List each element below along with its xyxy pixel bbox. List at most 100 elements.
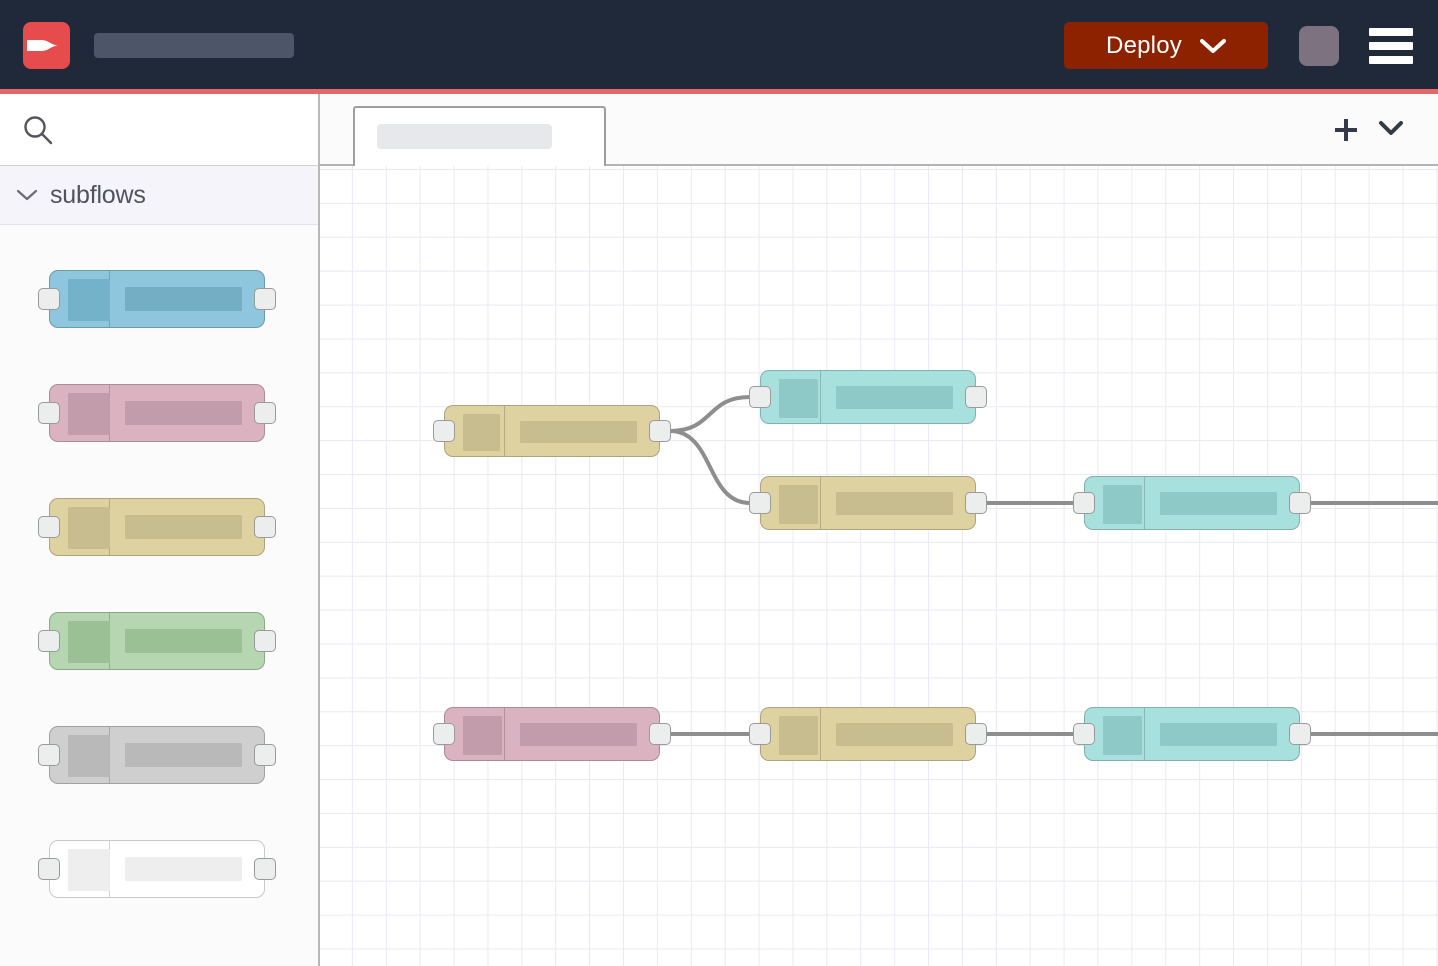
node-input-port[interactable]: [749, 386, 771, 408]
flow-node-cyan-1[interactable]: [760, 370, 976, 424]
node-icon-placeholder: [68, 621, 110, 663]
node-label-placeholder: [836, 386, 953, 409]
node-divider: [820, 477, 821, 529]
palette-node-4[interactable]: [49, 612, 265, 670]
node-input-port[interactable]: [38, 858, 60, 880]
node-label-placeholder: [1160, 492, 1277, 515]
node-output-port[interactable]: [254, 402, 276, 424]
node-output-port[interactable]: [1289, 492, 1311, 514]
palette-list-item[interactable]: [0, 589, 318, 703]
workspace: [320, 94, 1438, 966]
app-header: Deploy: [0, 0, 1438, 89]
node-input-port[interactable]: [1073, 723, 1095, 745]
node-output-port[interactable]: [254, 288, 276, 310]
node-icon-placeholder: [1103, 716, 1142, 755]
flow-tab-active[interactable]: [353, 106, 606, 166]
chevron-down-icon: [1199, 38, 1226, 53]
header-accent-bar: [0, 89, 1438, 94]
flow-canvas[interactable]: [320, 166, 1438, 966]
node-output-port[interactable]: [649, 420, 671, 442]
node-input-port[interactable]: [749, 723, 771, 745]
node-input-port[interactable]: [38, 630, 60, 652]
hamburger-menu-icon[interactable]: [1369, 28, 1413, 64]
node-input-port[interactable]: [749, 492, 771, 514]
node-divider: [1144, 477, 1145, 529]
node-icon-placeholder: [68, 735, 110, 777]
deploy-button-label: Deploy: [1106, 31, 1182, 59]
node-label-placeholder: [125, 743, 242, 767]
node-label-placeholder: [520, 723, 637, 746]
flow-tab-name-placeholder: [377, 124, 552, 149]
node-input-port[interactable]: [38, 402, 60, 424]
node-input-port[interactable]: [433, 723, 455, 745]
node-output-port[interactable]: [254, 858, 276, 880]
node-output-port[interactable]: [649, 723, 671, 745]
flow-node-yellow-1[interactable]: [444, 405, 660, 457]
node-output-port[interactable]: [254, 516, 276, 538]
palette-node-2[interactable]: [49, 384, 265, 442]
palette-section-subflows[interactable]: subflows: [0, 166, 318, 225]
deploy-button[interactable]: Deploy: [1064, 22, 1268, 69]
node-output-port[interactable]: [254, 744, 276, 766]
palette-node-list: [0, 225, 318, 931]
palette-list-item[interactable]: [0, 475, 318, 589]
palette-node-5[interactable]: [49, 726, 265, 784]
palette-list-item[interactable]: [0, 361, 318, 475]
node-divider: [504, 406, 505, 456]
node-icon-placeholder: [463, 414, 500, 451]
palette-node-6[interactable]: [49, 840, 265, 898]
flow-node-cyan-2[interactable]: [1084, 476, 1300, 530]
node-output-port[interactable]: [965, 386, 987, 408]
flow-node-yellow-3[interactable]: [760, 707, 976, 761]
node-icon-placeholder: [779, 716, 818, 755]
node-divider: [504, 708, 505, 760]
node-divider: [820, 708, 821, 760]
flow-node-yellow-2[interactable]: [760, 476, 976, 530]
node-divider: [1144, 708, 1145, 760]
search-icon[interactable]: [22, 114, 54, 146]
palette-sidebar: subflows: [0, 94, 320, 966]
node-input-port[interactable]: [38, 744, 60, 766]
node-icon-placeholder: [68, 279, 110, 321]
node-label-placeholder: [520, 421, 637, 443]
palette-node-3[interactable]: [49, 498, 265, 556]
node-icon-placeholder: [1103, 485, 1142, 524]
palette-list-item[interactable]: [0, 703, 318, 817]
flow-node-pink-1[interactable]: [444, 707, 660, 761]
node-icon-placeholder: [68, 507, 110, 549]
chevron-down-icon[interactable]: [1377, 118, 1405, 138]
node-label-placeholder: [836, 723, 953, 746]
plus-icon[interactable]: [1332, 116, 1360, 144]
node-label-placeholder: [125, 857, 242, 881]
node-label-placeholder: [125, 515, 242, 539]
avatar[interactable]: [1299, 26, 1339, 66]
wire-n1-n2[interactable]: [668, 395, 752, 433]
node-icon-placeholder: [779, 485, 818, 524]
palette-list-item[interactable]: [0, 247, 318, 361]
flow-node-cyan-3[interactable]: [1084, 707, 1300, 761]
app-title-placeholder: [94, 33, 294, 58]
node-label-placeholder: [836, 492, 953, 515]
node-icon-placeholder: [779, 379, 818, 418]
node-input-port[interactable]: [1073, 492, 1095, 514]
node-input-port[interactable]: [38, 288, 60, 310]
node-output-port[interactable]: [965, 492, 987, 514]
node-label-placeholder: [1160, 723, 1277, 746]
palette-section-label: subflows: [50, 180, 146, 209]
node-input-port[interactable]: [433, 420, 455, 442]
node-divider: [820, 371, 821, 423]
chevron-down-icon: [16, 189, 38, 201]
node-input-port[interactable]: [38, 516, 60, 538]
wire-n1-n3[interactable]: [668, 429, 752, 505]
flow-tab-bar: [320, 94, 1438, 166]
node-icon-placeholder: [68, 849, 110, 891]
flow-wires: [668, 395, 1438, 736]
palette-search-row[interactable]: [0, 94, 318, 166]
palette-list-item[interactable]: [0, 817, 318, 931]
node-output-port[interactable]: [1289, 723, 1311, 745]
node-output-port[interactable]: [254, 630, 276, 652]
palette-node-1[interactable]: [49, 270, 265, 328]
node-output-port[interactable]: [965, 723, 987, 745]
node-red-logo-icon[interactable]: [23, 22, 70, 69]
